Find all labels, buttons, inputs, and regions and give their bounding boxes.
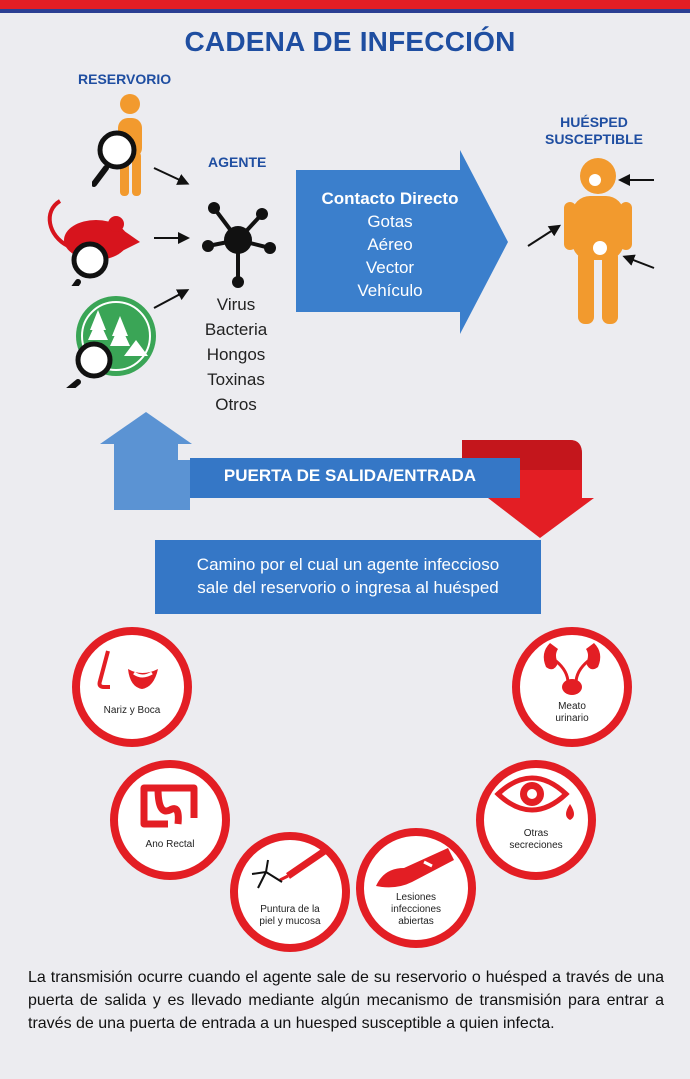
arm-wound-icon xyxy=(356,828,476,948)
human-reservoir-icon xyxy=(92,94,142,196)
otras-secreciones-label: Otras secreciones xyxy=(509,828,563,851)
portal-lesiones: Lesiones infecciones abiertas xyxy=(354,826,478,950)
portal-otras-secreciones: Otras secreciones xyxy=(474,758,598,882)
molecule-agent-icon xyxy=(202,202,276,288)
nose-mouth-icon xyxy=(72,627,192,747)
top-red-bar xyxy=(0,0,690,9)
puntura-label: Puntura de la piel y mucosa xyxy=(259,904,321,927)
transmission-arrow xyxy=(296,150,508,334)
camino-box: Camino por el cual un agente infeccioso … xyxy=(155,540,541,614)
puerta-label: PUERTA DE SALIDA/ENTRADA xyxy=(223,466,477,485)
meato-label: Meato urinario xyxy=(555,701,589,724)
transmission-list: Contacto Directo Gotas Aéreo Vector Vehí… xyxy=(321,189,459,300)
huesped-label: HUÉSPED SUSCEPTIBLE xyxy=(544,114,643,147)
environment-reservoir-icon xyxy=(66,296,156,388)
portal-ano-rectal: Ano Rectal xyxy=(108,758,232,882)
portal-cycle-arrows xyxy=(100,412,594,538)
kidney-icon xyxy=(512,627,632,747)
portal-puntura: Puntura de la piel y mucosa xyxy=(228,830,352,954)
intestine-icon xyxy=(110,760,230,880)
bottom-paragraph: La transmisión ocurre cuando el agente s… xyxy=(28,969,664,1032)
reservorio-label: RESERVORIO xyxy=(78,71,172,87)
agent-list: Virus Bacteria Hongos Toxinas Otros xyxy=(204,295,268,414)
mosquito-syringe-icon xyxy=(230,832,350,952)
rat-reservoir-icon xyxy=(47,199,140,286)
reservoir-arrows-icon xyxy=(153,167,190,309)
eye-tear-icon xyxy=(476,760,596,880)
agente-label: AGENTE xyxy=(208,154,267,170)
portal-nariz-boca: Nariz y Boca xyxy=(70,625,194,749)
susceptible-host-icon xyxy=(527,158,655,324)
page-title: CADENA DE INFECCIÓN xyxy=(184,26,516,57)
portal-meato-urinario: Meato urinario xyxy=(510,625,634,749)
top-blue-line xyxy=(0,9,690,13)
lesiones-label: Lesiones infecciones abiertas xyxy=(390,892,442,927)
